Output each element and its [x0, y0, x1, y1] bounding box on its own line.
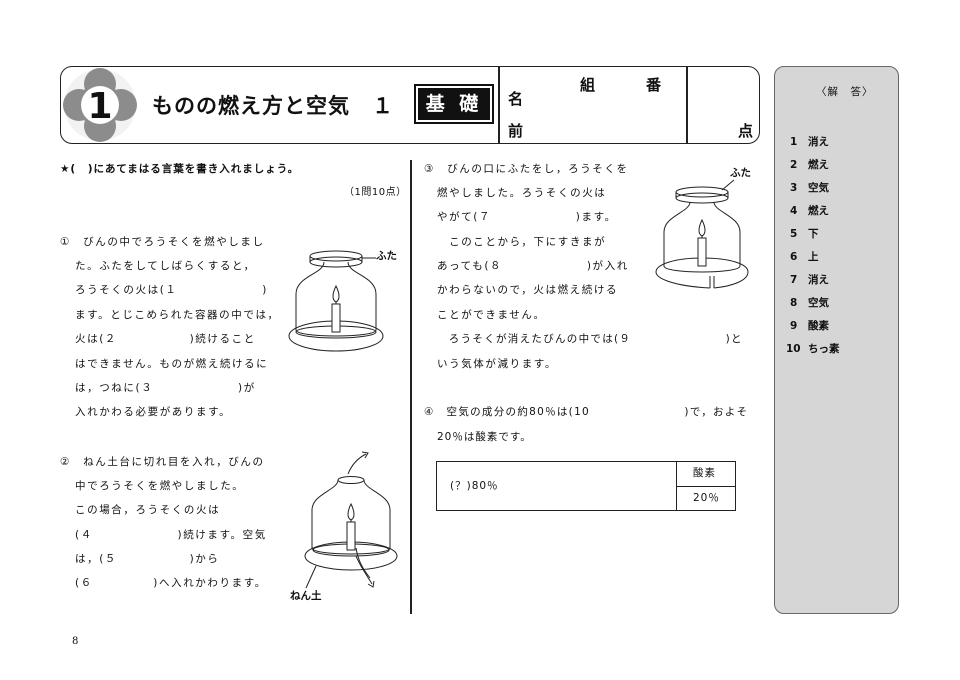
q2-line: 中でろうそくを燃やしました。: [75, 480, 245, 492]
q1-line: 火は(２ )続けること: [75, 333, 256, 345]
score-field[interactable]: [688, 68, 758, 142]
number-badge: 1: [63, 68, 137, 142]
q1-line: ろうそくの火は(１ ): [75, 284, 268, 296]
q2-line: は，(５ )から: [75, 553, 220, 565]
q4-line: 20％は酸素です。: [437, 431, 532, 443]
points-note: （1問10点）: [344, 187, 407, 198]
header-divider: [498, 66, 500, 144]
page-number: 8: [72, 636, 79, 647]
q2-line: この場合，ろうそくの火は: [75, 504, 221, 516]
answer-key-heading: 〈解 答〉: [816, 86, 874, 98]
instructions: ★( )にあてまはる言葉を書き入れましょう。: [60, 163, 300, 175]
q2-line: (４ )続けます。空気: [75, 529, 267, 541]
q3-line: ことができません。: [437, 309, 546, 321]
oxygen-percent-cell: 20％: [693, 492, 720, 504]
jar-with-lid-illustration: [288, 250, 384, 352]
clay-label: ねん土: [290, 590, 322, 602]
oxygen-label-cell: 酸素: [693, 467, 716, 479]
column-divider: [410, 160, 412, 614]
score-label: 点: [738, 122, 754, 140]
q1-line: ① びんの中でろうそくを燃やしまし: [60, 236, 265, 248]
q3-line: ろうそくが消えたびんの中では(９ )と: [437, 333, 743, 345]
q3-line: あっても(８ )が入れ: [437, 260, 629, 272]
jar-lid-gap-illustration: [655, 179, 749, 289]
answer-key-panel: [774, 66, 899, 614]
q3-line: いう気体が減ります。: [437, 358, 557, 370]
q1-line: ます。とじこめられた容器の中では，: [75, 309, 280, 321]
page-title: ものの燃え方と空気 １: [152, 94, 394, 118]
name-field[interactable]: [499, 94, 686, 118]
svg-text:1: 1: [87, 86, 112, 127]
q2-line: (６ )へ入れかわります。: [75, 577, 267, 589]
q2-line: ② ねん土台に切れ目を入れ，びんの: [60, 456, 265, 468]
jar-on-clay-illustration: [304, 451, 398, 589]
table-divider: [676, 486, 736, 488]
q3-line: 燃やしました。ろうそくの火は: [437, 187, 607, 199]
nitrogen-cell: (？)80％: [450, 480, 499, 492]
lid-label: ふた: [376, 250, 397, 262]
q4-line: ④ 空気の成分の約80％は(10 )で，およそ: [424, 406, 749, 418]
q1-line: た。ふたをしてしばらくすると，: [75, 260, 256, 272]
q1-line: はできません。ものが燃え続けるに: [75, 358, 269, 370]
q1-line: 入れかわる必要があります。: [75, 406, 232, 418]
q3-line: やがて(７ )ます。: [437, 211, 617, 223]
name-label-top: 名: [508, 90, 524, 108]
header-divider: [686, 66, 688, 144]
q3-line: かわらないので，火は燃え続ける: [437, 284, 619, 296]
q3-line: このことから，下にすきまが: [437, 236, 607, 248]
level-badge: 基 礎: [414, 84, 494, 124]
class-label: 組: [580, 76, 596, 94]
name-label-bottom: 前: [508, 122, 524, 140]
q3-line: ③ びんの口にふたをし，ろうそくを: [424, 163, 629, 175]
number-label: 番: [646, 76, 662, 94]
q1-line: は，つねに(３ )が: [75, 382, 256, 394]
lid-label: ふた: [730, 167, 751, 179]
header-box: [60, 66, 760, 144]
